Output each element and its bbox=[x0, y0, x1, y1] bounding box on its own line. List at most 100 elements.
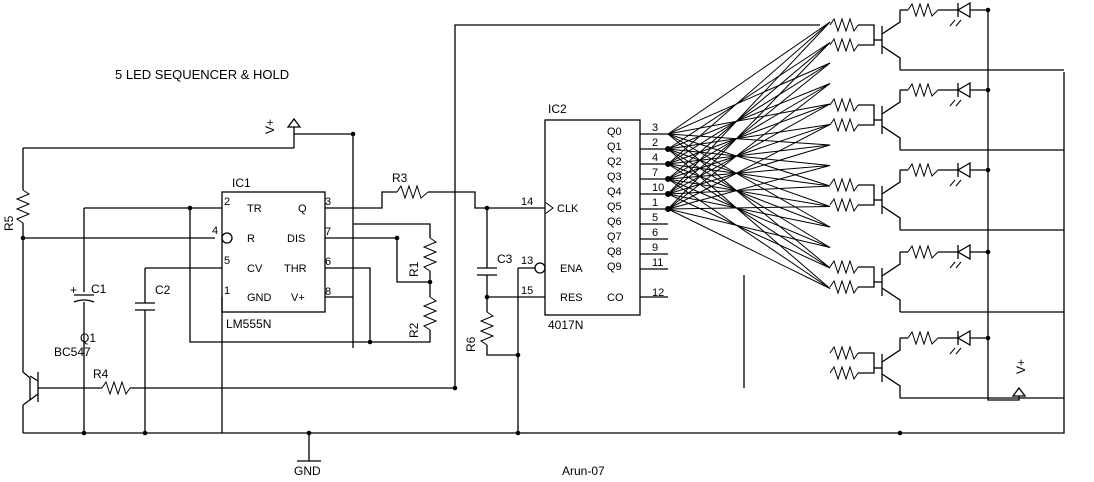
base-resistor bbox=[829, 345, 859, 361]
c2-label: C2 bbox=[155, 283, 171, 297]
fan-wire bbox=[667, 178, 831, 248]
ic2-pin14-name: CLK bbox=[557, 203, 579, 215]
driver-stage bbox=[829, 81, 1064, 151]
light-rays-icon bbox=[949, 99, 962, 107]
supply-arrow-icon bbox=[286, 117, 302, 128]
resistor-r3 bbox=[396, 184, 429, 200]
ic1-body bbox=[221, 191, 326, 313]
fan-wire bbox=[667, 178, 831, 207]
base-resistor bbox=[829, 97, 859, 113]
led-icon bbox=[956, 1, 971, 19]
ic2-q8-name: Q8 bbox=[607, 246, 622, 258]
fan-wire bbox=[667, 83, 831, 210]
fan-wire bbox=[667, 208, 831, 248]
fan-wire bbox=[667, 165, 831, 180]
q1-label: Q1 bbox=[80, 331, 96, 345]
fan-wire bbox=[667, 133, 831, 146]
ic1-pin7-num: 7 bbox=[325, 226, 331, 238]
ic1-reset-bubble bbox=[221, 232, 233, 244]
led-resistor bbox=[907, 2, 939, 18]
fan-wire bbox=[667, 42, 831, 150]
ic2-enable-bubble bbox=[534, 262, 546, 274]
ic1-pin4-name: R bbox=[247, 233, 255, 245]
ic2-q6-name: Q6 bbox=[607, 216, 622, 228]
ic2-pin14-num: 14 bbox=[521, 196, 533, 208]
base-resistor bbox=[829, 117, 859, 133]
c1-polarity: + bbox=[70, 283, 77, 297]
fan-wire bbox=[667, 133, 831, 187]
supply-arrow-bottom-icon bbox=[1011, 386, 1027, 397]
ic1-pin4-num: 4 bbox=[212, 225, 218, 237]
ic1-pin7-name: DIS bbox=[287, 233, 305, 245]
light-rays-icon bbox=[949, 179, 962, 187]
ic2-q7-name: Q7 bbox=[607, 231, 622, 243]
q1-part-label: BC547 bbox=[54, 345, 91, 359]
ic2-part: 4017N bbox=[548, 318, 583, 332]
fan-wire bbox=[667, 21, 831, 195]
ic2-q8-num: 9 bbox=[652, 242, 658, 254]
ic2-q9-name: Q9 bbox=[607, 261, 622, 273]
led-icon bbox=[956, 161, 971, 179]
resistor-r6 bbox=[479, 311, 495, 346]
ic2-q6-num: 5 bbox=[652, 212, 658, 224]
middle-section: C3 R6 IC2 4017N 14 CLK 13 ENA 15 RES Q0 … bbox=[452, 24, 820, 436]
ic2-q1-name: Q1 bbox=[607, 141, 622, 153]
ground-label: GND bbox=[294, 464, 321, 478]
ic2-output-pins: Q0 3 Q1 2 Q2 4 Q3 7 Q4 10 Q5 1 Q6 5 Q7 6… bbox=[607, 122, 664, 304]
ic2-q0-num: 3 bbox=[652, 122, 658, 134]
led-resistor bbox=[907, 82, 939, 98]
ic1-part: LM555N bbox=[226, 317, 271, 331]
resistor-r4 bbox=[101, 380, 131, 396]
r4-label: R4 bbox=[93, 367, 109, 381]
r2-label: R2 bbox=[407, 322, 421, 338]
led-icon bbox=[956, 243, 971, 261]
ic2-q4-num: 10 bbox=[652, 182, 664, 194]
capacitor-c2 bbox=[135, 302, 155, 311]
left-section: V+ R5 Q1 BC547 R4 + C1 bbox=[2, 117, 900, 462]
led-icon bbox=[956, 81, 971, 99]
fan-wire bbox=[667, 42, 831, 210]
fan-wire bbox=[667, 144, 831, 165]
ic1-pin5-name: CV bbox=[247, 263, 263, 275]
led-resistor bbox=[907, 244, 939, 260]
led-resistor bbox=[907, 162, 939, 178]
right-section: V+ bbox=[667, 1, 1065, 436]
resistor-r1 bbox=[422, 237, 438, 272]
fan-wire bbox=[667, 208, 831, 289]
fan-wire bbox=[667, 206, 831, 210]
fan-wire bbox=[667, 103, 831, 195]
fan-wire bbox=[667, 21, 831, 165]
ic2-q3-num: 7 bbox=[652, 167, 658, 179]
ic1-pin2-name: TR bbox=[247, 203, 262, 215]
ic2-q9-num: 11 bbox=[652, 257, 663, 269]
ic2-pin13-num: 13 bbox=[521, 255, 533, 267]
driver-stage bbox=[829, 243, 1064, 313]
resistor-r2 bbox=[422, 296, 438, 331]
r3-label: R3 bbox=[392, 171, 408, 185]
author-label: Arun-07 bbox=[562, 464, 605, 478]
ic2-q7-num: 6 bbox=[652, 227, 658, 239]
driver-stage bbox=[829, 161, 1064, 231]
ic2-q5-num: 1 bbox=[652, 197, 658, 209]
ic2-q2-num: 4 bbox=[652, 152, 658, 164]
ic1-pin8-name: V+ bbox=[291, 292, 305, 304]
fan-wire bbox=[667, 193, 831, 269]
supply-label-top: V+ bbox=[263, 119, 277, 134]
ic1-pin5-num: 5 bbox=[224, 255, 230, 267]
fan-wire bbox=[667, 124, 831, 150]
fan-wire bbox=[667, 42, 831, 180]
fan-wire bbox=[667, 83, 831, 150]
ic1-pin6-name: THR bbox=[284, 263, 307, 275]
light-rays-icon bbox=[949, 19, 962, 27]
light-rays-icon bbox=[949, 347, 962, 355]
ic2-pin13-name: ENA bbox=[560, 263, 583, 275]
r5-label: R5 bbox=[2, 215, 16, 231]
fan-wire bbox=[667, 163, 831, 269]
resistor-r5 bbox=[15, 189, 31, 224]
fan-wire bbox=[667, 62, 831, 135]
ic1-pin2-num: 2 bbox=[224, 196, 230, 208]
ic1-ref: IC1 bbox=[232, 176, 251, 190]
r1-label: R1 bbox=[407, 261, 421, 277]
base-resistor bbox=[829, 37, 859, 53]
ic1-pin6-num: 6 bbox=[325, 256, 331, 268]
